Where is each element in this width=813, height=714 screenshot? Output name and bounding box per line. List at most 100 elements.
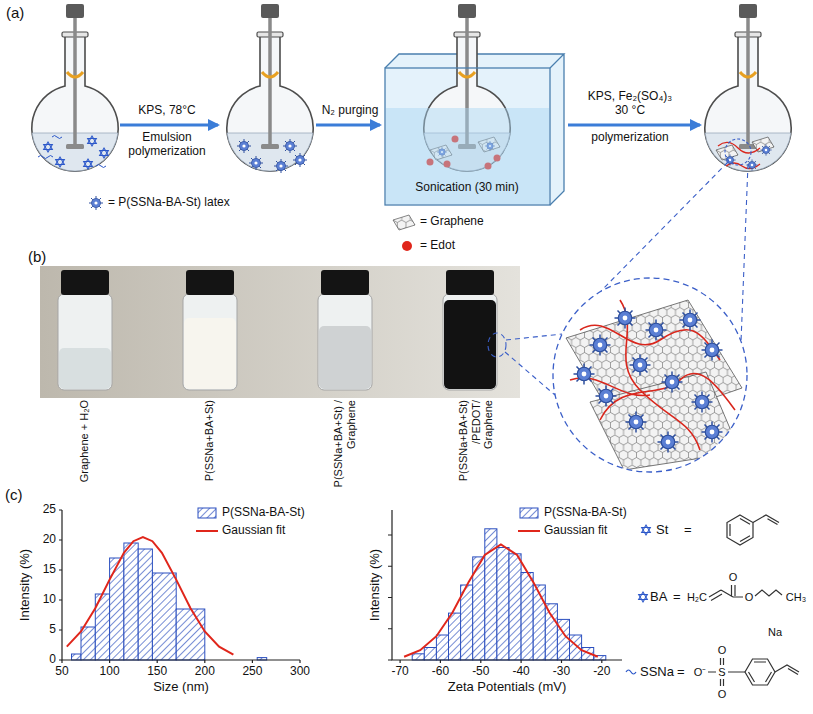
flask-4: [725, 139, 751, 165]
chemical-structures: [727, 515, 753, 545]
vial-photo: [319, 326, 371, 389]
zeta-histogram: [388, 535, 602, 663]
step-name: polymerization: [591, 131, 668, 145]
zeta-histogram: [436, 635, 448, 660]
zoom-view: [662, 372, 683, 393]
vial-photo: [61, 270, 109, 295]
tick-label: -30: [553, 665, 570, 679]
flask-2: [274, 159, 288, 173]
axis-title: Intensity (%): [18, 510, 33, 660]
flask-2: [227, 4, 313, 173]
legend-item: P(SSNa-BA-St): [196, 506, 305, 520]
zeta-histogram: [404, 544, 598, 656]
vial-photo: [58, 294, 112, 390]
zoom-view: [702, 422, 723, 443]
zoom-view: [553, 278, 747, 472]
vial-photo: [184, 318, 236, 389]
tick-label: -50: [472, 665, 489, 679]
atom-label: O⁻: [694, 666, 707, 679]
atom-label: O: [718, 644, 727, 657]
flask-4: [705, 4, 791, 171]
bath-water: [385, 68, 550, 205]
step-condition: KPS, Fe₂(SO₄)₃ 30 °C: [580, 90, 680, 118]
chemical-structures: [626, 515, 799, 686]
vial-photo: [40, 266, 520, 398]
fit-line-sample: [196, 530, 218, 532]
zeta-histogram: [392, 510, 622, 660]
flask-1: [88, 136, 97, 146]
chemical-structures: [626, 670, 636, 674]
tick-label: 20: [43, 533, 56, 547]
atom-label: H₂C: [687, 591, 707, 604]
atom-label: CH₃: [786, 591, 806, 604]
size-histogram: [81, 627, 95, 660]
tick-label: 300: [290, 665, 310, 679]
tick-label: 150: [147, 665, 167, 679]
atom-label: Na: [768, 626, 782, 639]
zoom-view: [553, 278, 747, 472]
tick-label: 0: [49, 653, 56, 667]
flask-1: [44, 142, 53, 152]
zoom-view: [626, 412, 647, 433]
axis-title: Intensity (%): [368, 510, 383, 660]
monomer-name: BA: [650, 590, 667, 605]
flask-4: [760, 144, 771, 155]
chemical-structures: [749, 662, 772, 682]
equals-sign: =: [677, 665, 685, 680]
zoom-view: [615, 308, 636, 329]
zeta-histogram: [449, 613, 461, 660]
zeta-histogram: [412, 654, 424, 660]
chemical-structures: [775, 665, 799, 675]
flask-1: [56, 157, 65, 167]
flask-2: [293, 153, 307, 167]
atom-label: O: [718, 688, 727, 701]
process-arrows: [120, 124, 218, 127]
flask-1: [84, 159, 93, 169]
zoom-leaders: [488, 333, 506, 357]
zoom-leaders: [741, 164, 748, 342]
vial-label: P(SSNa+BA+St) /PEDOT/ Graphene: [457, 400, 495, 494]
tick-label: 10: [43, 593, 56, 607]
flask-1: [100, 148, 109, 158]
vial-photo: [443, 294, 497, 390]
legend-item: Gaussian fit: [196, 524, 285, 538]
zeta-histogram: [521, 573, 533, 661]
key-icons: [393, 215, 415, 230]
process-arrows: [568, 124, 700, 127]
zoom-view: [553, 278, 747, 472]
chemical-structures: [708, 658, 745, 686]
key-icons: [402, 241, 412, 251]
tick-label: 50: [55, 665, 68, 679]
legend-sample: [196, 525, 218, 537]
zoom-view: [596, 386, 617, 407]
equals-sign: =: [673, 590, 681, 605]
flask-4: [705, 4, 791, 171]
zeta-histogram: [509, 554, 521, 660]
zeta-histogram: [388, 510, 622, 663]
panel-label: (b): [28, 248, 46, 265]
zoom-leaders: [488, 162, 748, 395]
size-histogram: [59, 510, 300, 663]
zoom-view: [658, 432, 679, 453]
zoom-view: [702, 340, 723, 361]
tick-label: 250: [242, 665, 262, 679]
zoom-view: [630, 355, 651, 376]
tick-label: -70: [391, 665, 408, 679]
flask-1: [32, 4, 118, 171]
tick-label: 200: [195, 665, 215, 679]
size-histogram: [152, 573, 176, 660]
axis-title: Size (nm): [153, 680, 209, 695]
chemical-structures: [730, 519, 750, 542]
zoom-leaders: [505, 352, 555, 395]
vial-label: P(SSNa+BA+St): [203, 400, 216, 494]
zoom-view: [692, 392, 713, 413]
atom-label: O: [745, 591, 754, 604]
vial-photo: [444, 300, 496, 389]
hatched-bar-sample: [198, 508, 216, 518]
tick-label: 25: [43, 503, 56, 517]
step-condition: N₂ purging: [322, 104, 379, 118]
bath-water: [386, 108, 549, 204]
size-histogram: [138, 549, 152, 660]
legend-sample: [518, 507, 540, 519]
